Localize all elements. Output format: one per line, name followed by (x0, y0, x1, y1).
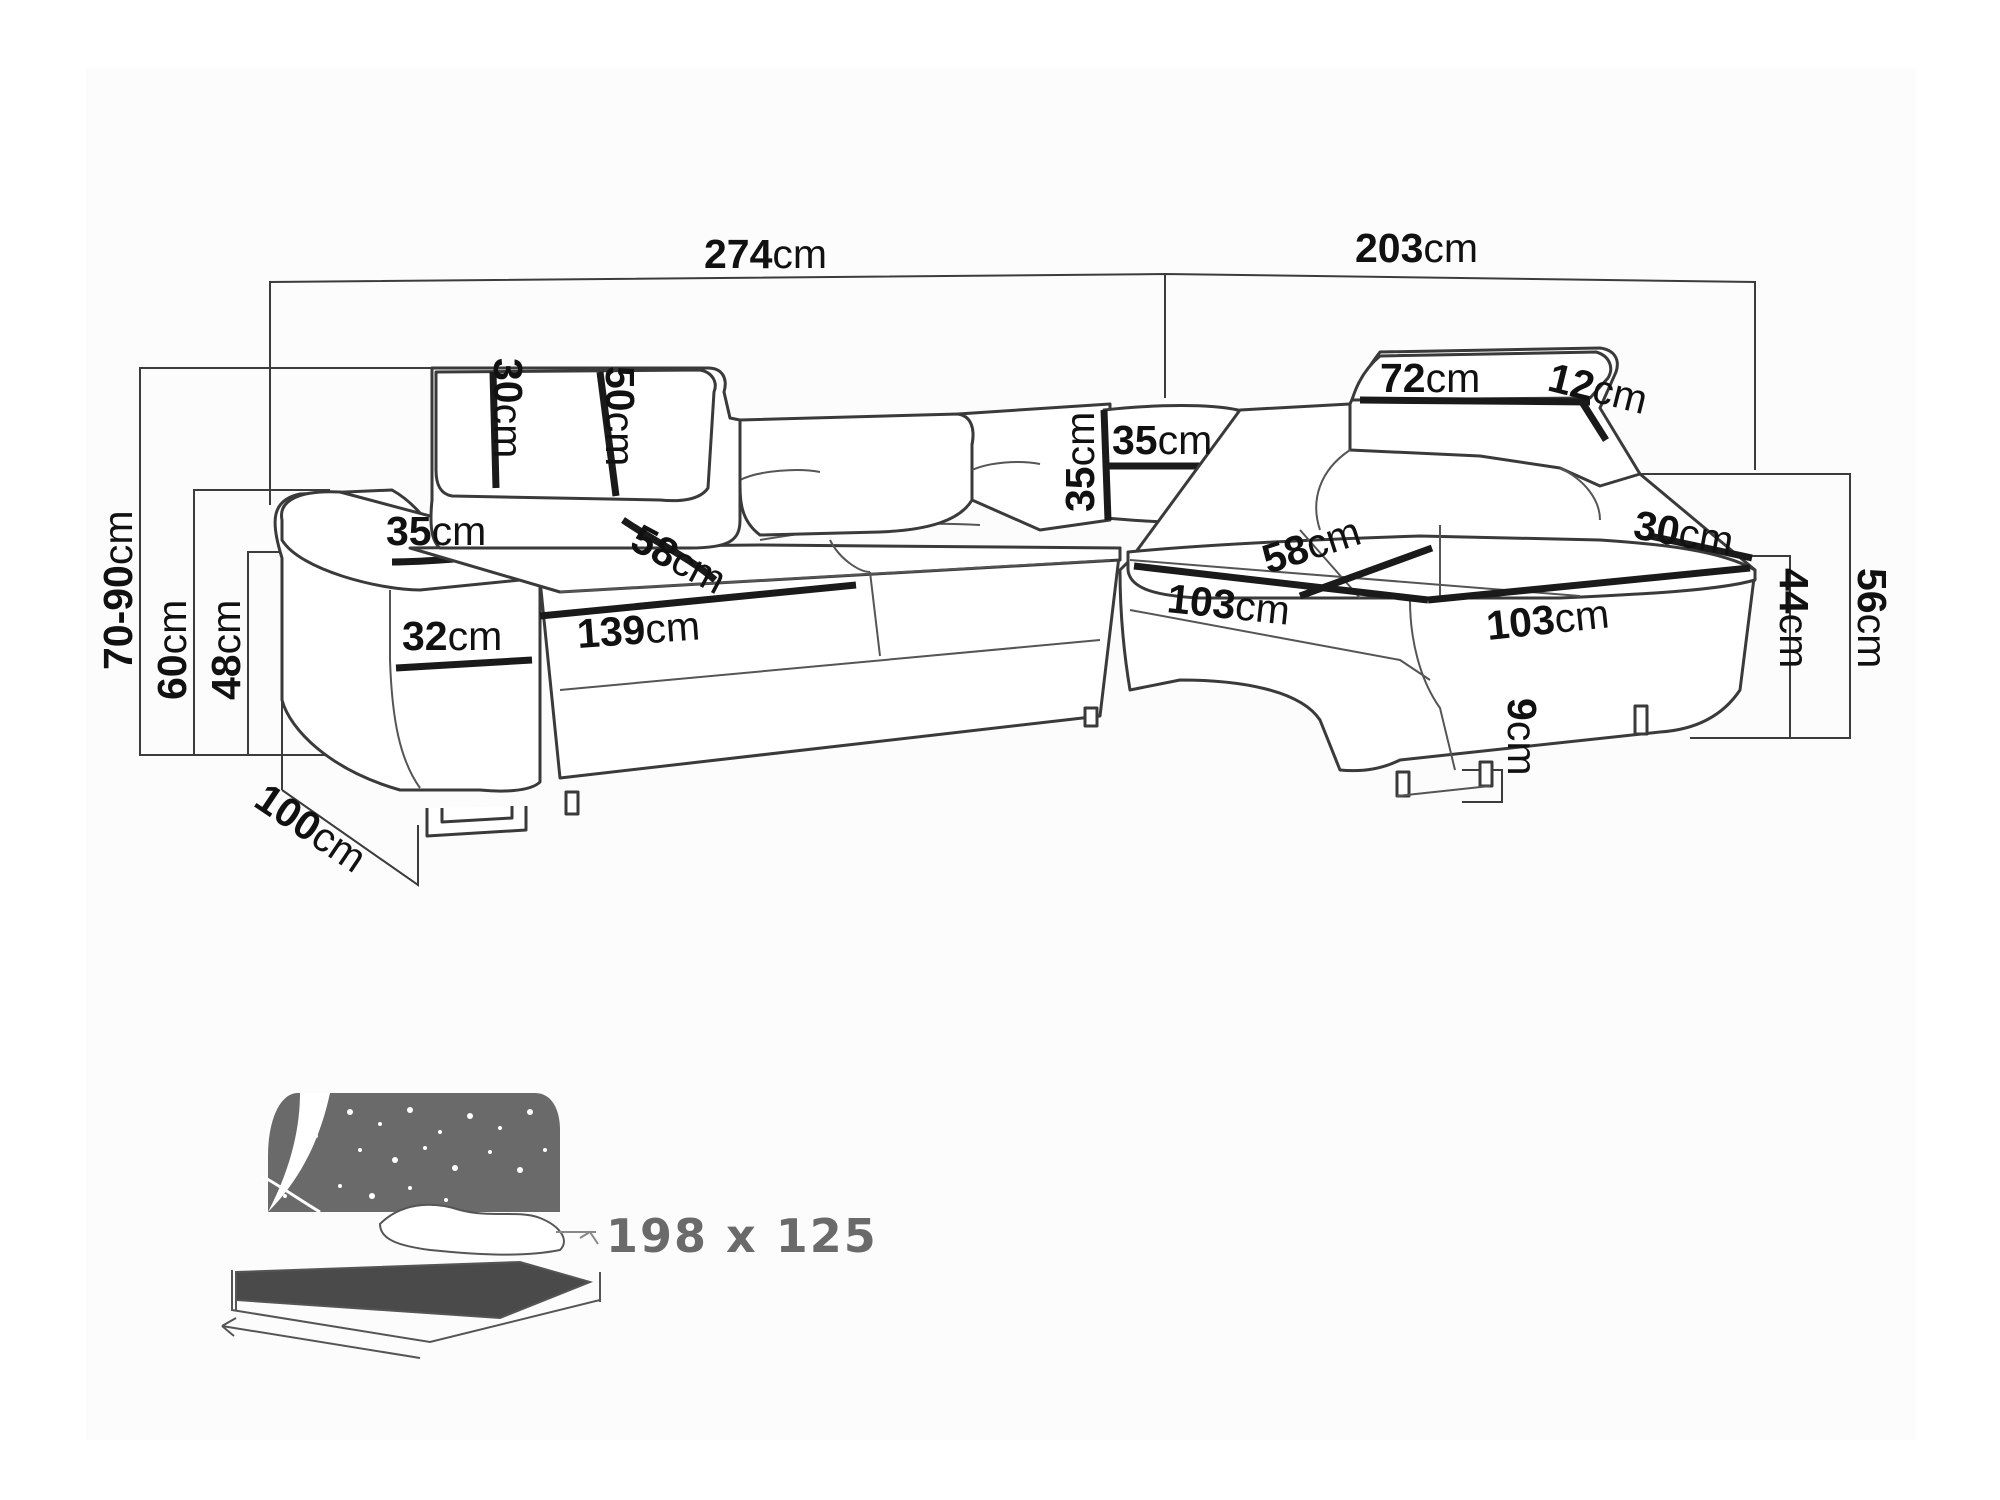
backrest (429, 366, 1112, 583)
dimension-labels: 274cm 203cm 70-90cm 60cm 48cm 100cm 30cm… (95, 225, 1895, 881)
dim-chaise-headrest-width: 72cm (1380, 355, 1480, 401)
dim-armrest-width: 35cm (386, 508, 486, 554)
dim-headrest-height: 30cm (485, 358, 531, 458)
bed-icon (221, 1093, 601, 1359)
dim-total-width-right: 203cm (1355, 225, 1478, 271)
dim-depth: 100cm (247, 774, 375, 881)
dim-pillow-width: 35cm (1112, 417, 1212, 463)
dim-leg-height: 9cm (1499, 698, 1545, 775)
dim-armrest-front: 32cm (402, 613, 502, 659)
dim-total-height: 70-90cm (95, 510, 141, 670)
dim-headrest-width: 50cm (597, 366, 643, 466)
chaise-section (1118, 346, 1757, 798)
dim-chaise-seat-width-b: 103cm (1484, 590, 1611, 649)
dim-chaise-seat-width-a: 103cm (1165, 575, 1292, 634)
star-pattern (283, 1107, 547, 1202)
left-leg (425, 806, 528, 838)
left-seat-section (408, 522, 1122, 816)
bed-size-label: 198 x 125 (606, 1209, 878, 1263)
dim-pillow-height: 35cm (1057, 412, 1103, 512)
dim-seat-length-left: 139cm (575, 603, 701, 657)
dim-armrest-height: 60cm (149, 600, 195, 700)
dim-chaise-total-height: 56cm (1849, 568, 1895, 668)
dim-seat-height: 48cm (203, 600, 249, 700)
dim-chaise-arm: 30cm (1630, 502, 1737, 565)
left-height-lines (139, 367, 530, 887)
dim-chaise-seat-height: 44cm (1771, 568, 1817, 668)
top-dimension-lines (269, 272, 1756, 505)
dim-total-width-left: 274cm (704, 231, 827, 277)
